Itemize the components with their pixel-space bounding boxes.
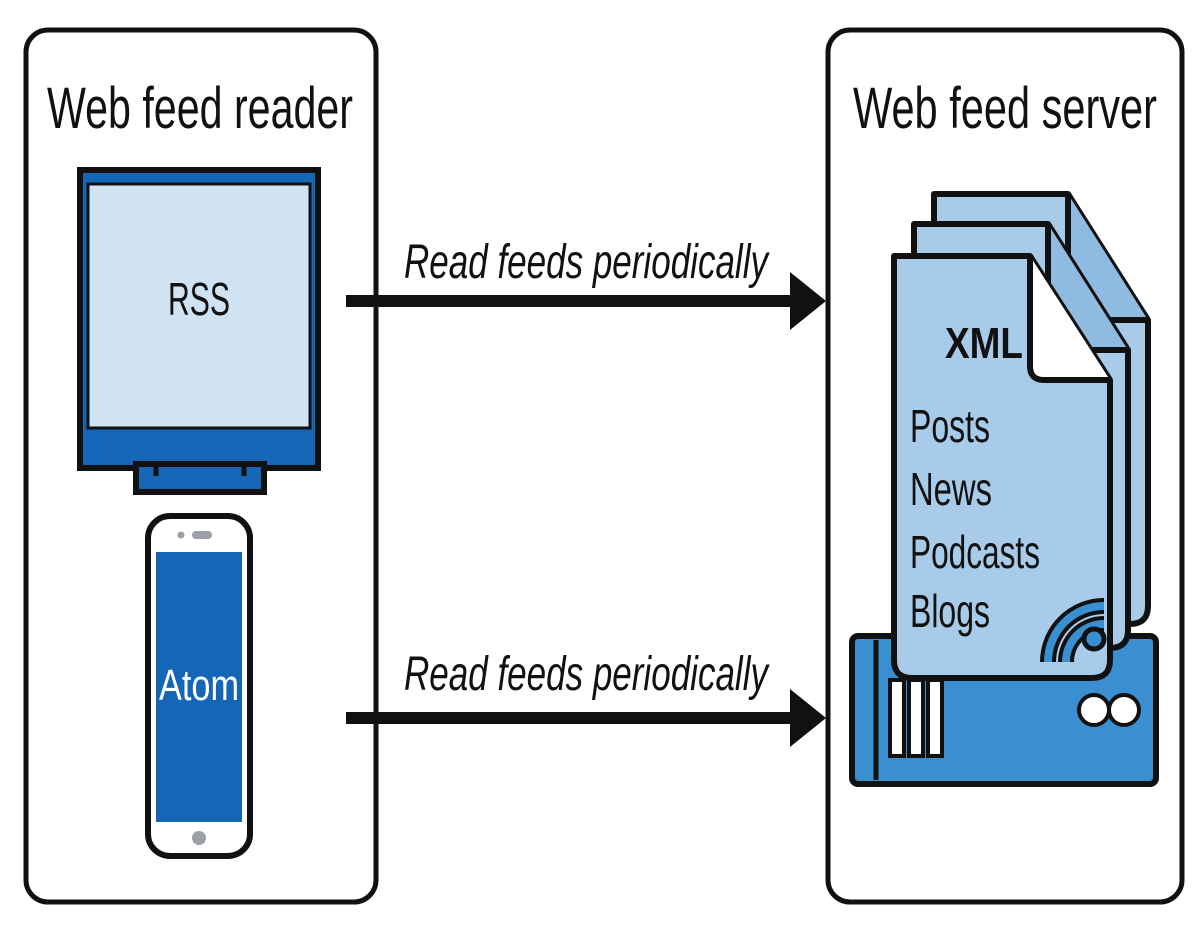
arrow-top — [346, 272, 826, 330]
doc-item-blogs: Blogs — [910, 585, 990, 637]
doc-format-label: XML — [945, 319, 1023, 368]
arrow-bottom — [346, 689, 826, 747]
doc-item-news: News — [910, 463, 992, 515]
reader-title: Web feed reader — [47, 76, 353, 141]
desktop-label: RSS — [168, 273, 230, 325]
arrow-top-label: Read feeds periodically — [404, 236, 770, 289]
xml-document-stack-icon — [891, 191, 1151, 681]
smartphone-icon — [145, 513, 253, 859]
doc-item-podcasts: Podcasts — [910, 526, 1040, 578]
server-title: Web feed server — [853, 76, 1157, 141]
phone-label: Atom — [159, 661, 239, 710]
desktop-monitor-icon — [77, 167, 321, 495]
feed-icon — [1040, 598, 1107, 663]
doc-item-posts: Posts — [910, 400, 990, 452]
arrow-bottom-label: Read feeds periodically — [404, 648, 770, 701]
